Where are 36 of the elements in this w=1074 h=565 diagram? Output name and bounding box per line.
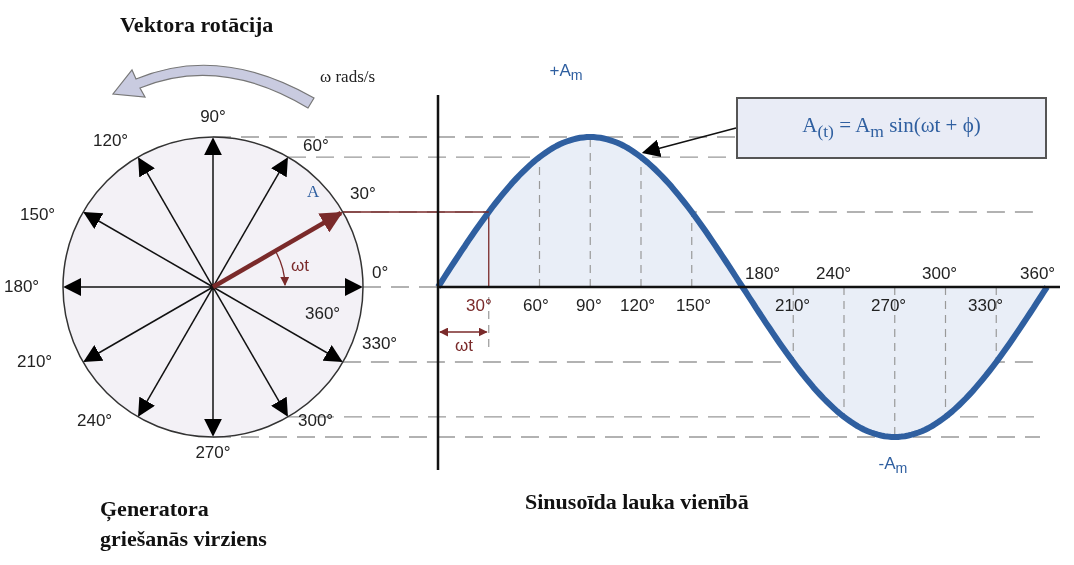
- formula-box: A$_{(t)}$ = A$_{m}$ sin(ωt + ϕ): [736, 97, 1047, 159]
- phasor-label: A: [307, 183, 320, 200]
- angle-label: 90°: [200, 108, 226, 125]
- angle-label: 150°: [676, 297, 712, 314]
- angle-label: ωt: [455, 337, 473, 354]
- angle-label: 120°: [93, 132, 129, 149]
- angle-label: 270°: [871, 297, 907, 314]
- angle-label: 360°: [1020, 265, 1056, 282]
- angle-label: 60°: [303, 137, 329, 154]
- caption: Ģeneratora griešanās virziens: [100, 495, 268, 553]
- angle-label: 240°: [816, 265, 852, 282]
- angle-label: 180°: [4, 278, 40, 295]
- peak-label: +A$_{m}$: [549, 62, 583, 83]
- angle-label: 210°: [775, 297, 811, 314]
- angle-label: 60°: [523, 297, 549, 314]
- caption: Sinusoīda lauka vienībā: [525, 491, 749, 513]
- angle-label: 90°: [576, 297, 602, 314]
- trough-label: -A$_{m}$: [878, 455, 908, 476]
- unit-label: ω rads/s: [320, 68, 376, 85]
- title: Vektora rotācija: [120, 14, 274, 36]
- angle-label: 300°: [922, 265, 958, 282]
- angle-label: ωt: [291, 257, 309, 274]
- angle-label: 30°: [350, 185, 376, 202]
- angle-label: 120°: [620, 297, 656, 314]
- angle-label: 180°: [745, 265, 781, 282]
- angle-label: 0°: [372, 264, 389, 281]
- angle-label: 300°: [298, 412, 334, 429]
- angle-label: 240°: [77, 412, 113, 429]
- angle-label: 360°: [305, 305, 341, 322]
- angle-label: 30°: [466, 297, 492, 314]
- angle-label: 270°: [195, 444, 231, 461]
- angle-label: 330°: [968, 297, 1004, 314]
- leader-arrow: [641, 127, 737, 158]
- angle-label: 330°: [362, 335, 398, 352]
- angle-label: 210°: [17, 353, 53, 370]
- angle-label: 150°: [20, 206, 56, 223]
